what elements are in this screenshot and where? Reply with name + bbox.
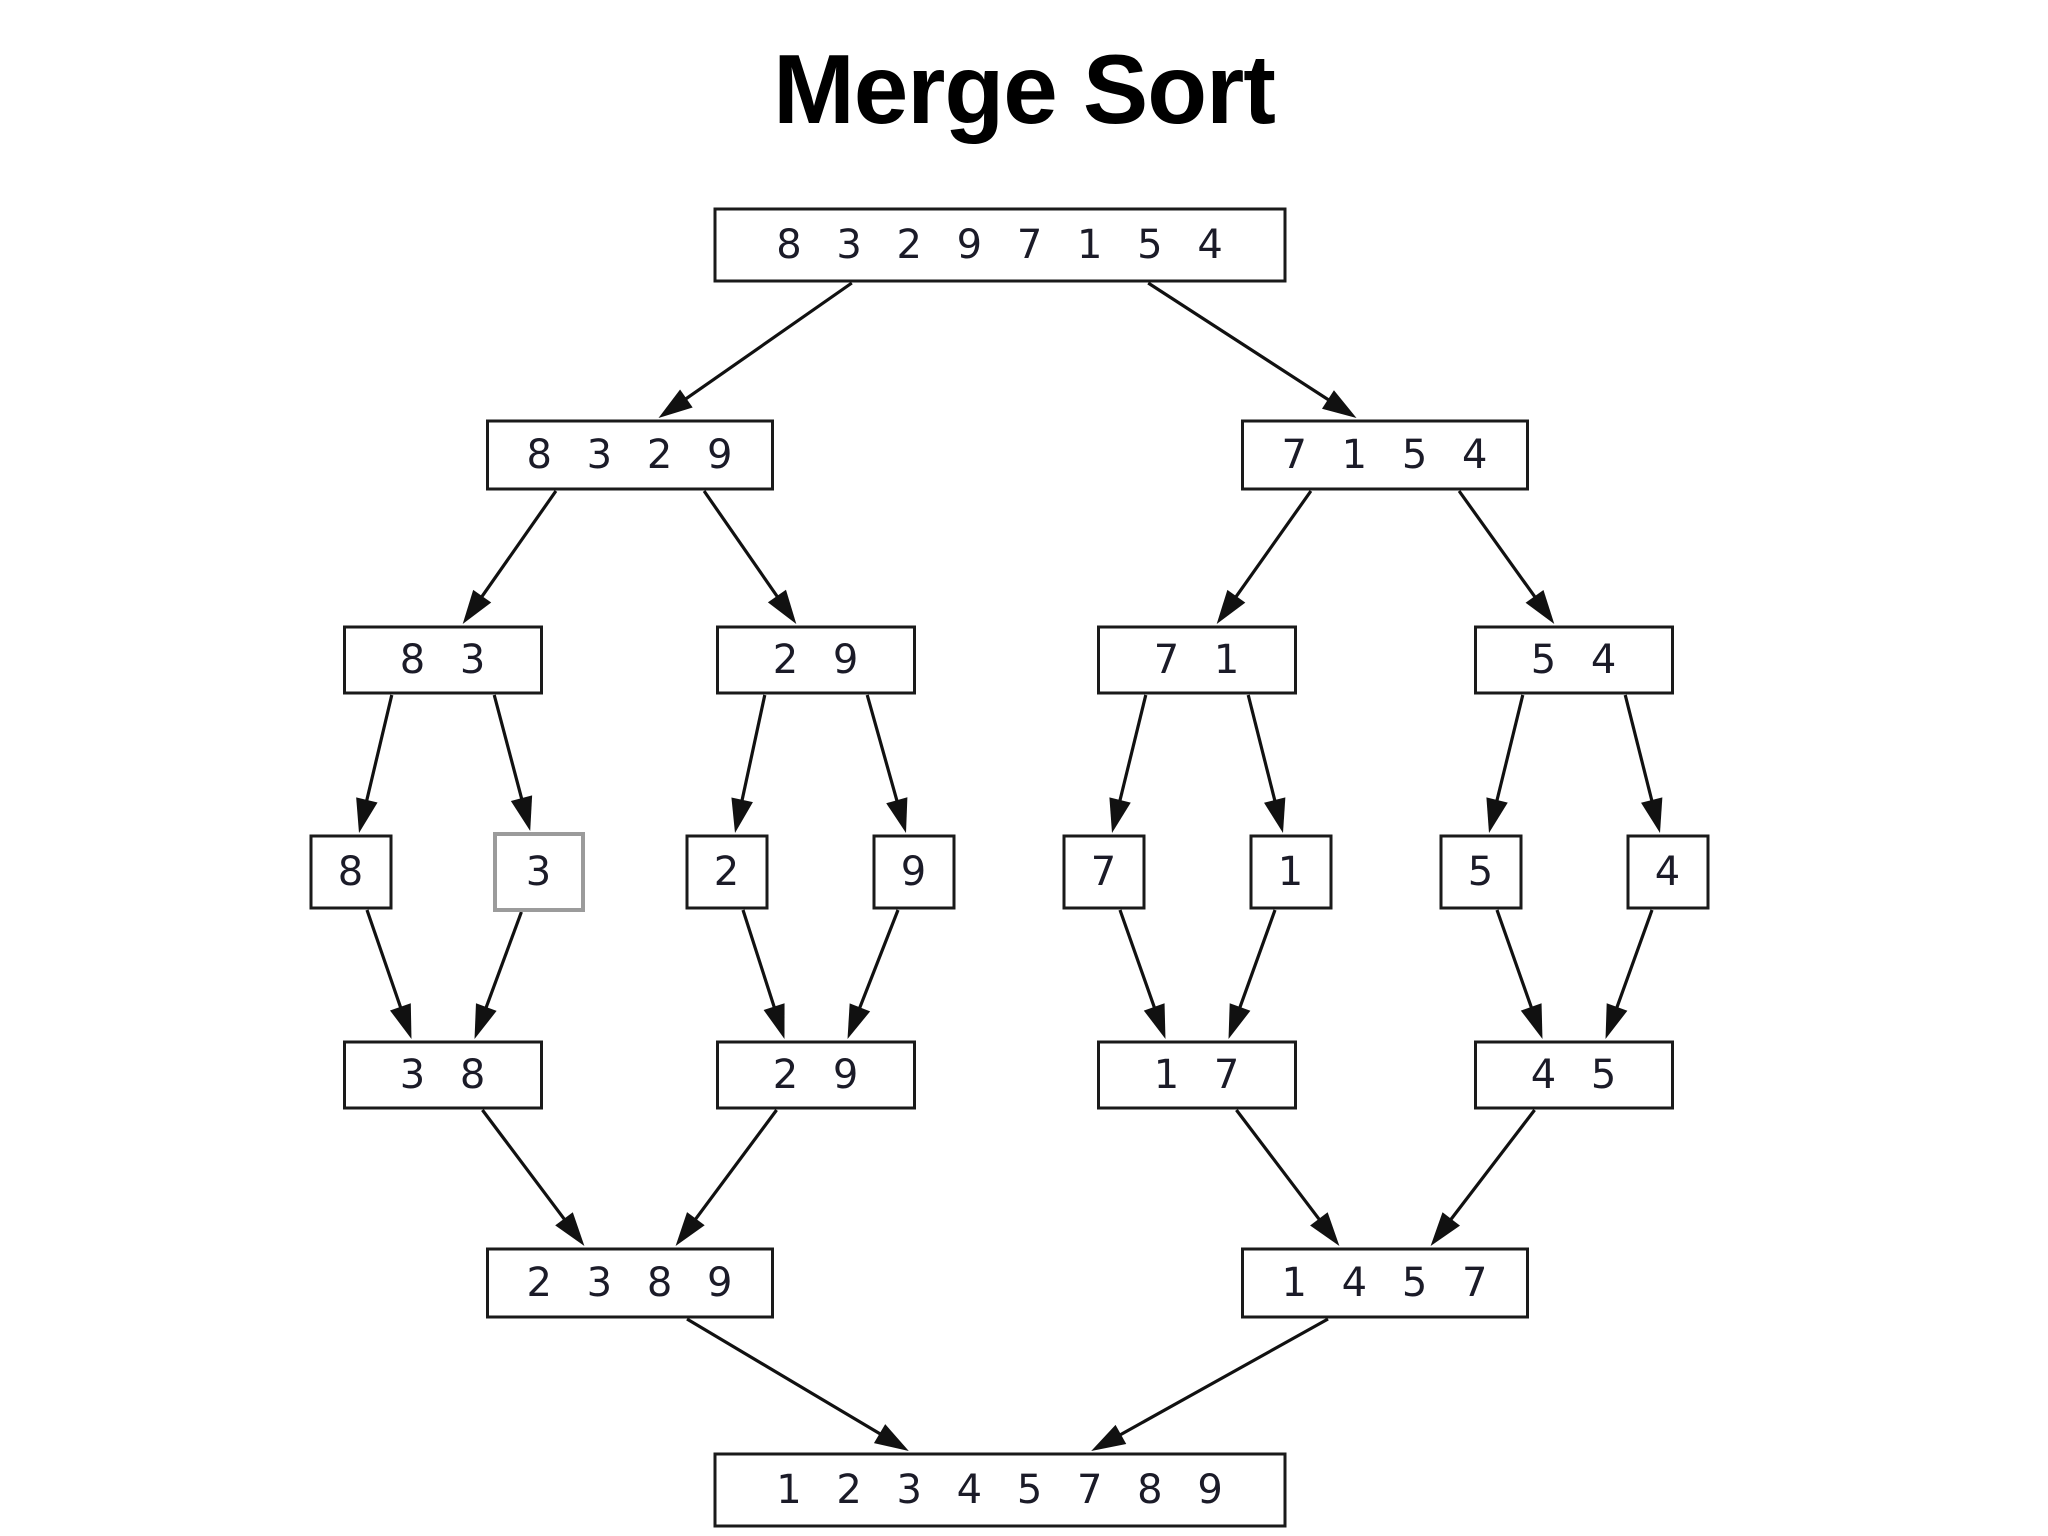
- tree-edge-split: [702, 490, 797, 624]
- tree-node-n8[interactable]: 3: [493, 832, 585, 912]
- tree-node-n14[interactable]: 4: [1626, 834, 1710, 910]
- node-values-label: 8 3: [400, 637, 497, 683]
- node-box[interactable]: [1626, 834, 1710, 910]
- tree-node-n2[interactable]: 7 1 5 4: [1241, 419, 1529, 491]
- tree-node-n6[interactable]: 5 4: [1474, 625, 1674, 695]
- node-box[interactable]: [309, 834, 393, 910]
- tree-edge-split: [1109, 694, 1148, 833]
- tree-node-n17[interactable]: 1 7: [1097, 1040, 1297, 1110]
- tree-node-n5[interactable]: 7 1: [1097, 625, 1297, 695]
- node-values-label: 2 3 8 9: [527, 1260, 744, 1306]
- node-values-label: 2 9: [773, 637, 870, 683]
- tree-edge-split: [1457, 490, 1555, 624]
- node-values-label: 7 1 5 4: [1282, 432, 1499, 478]
- node-values-label: 5 4: [1531, 637, 1628, 683]
- node-box[interactable]: [486, 1247, 774, 1319]
- node-box[interactable]: [872, 834, 956, 910]
- tree-edge-merge: [1605, 909, 1654, 1039]
- tree-edge-merge: [474, 911, 523, 1039]
- node-values-label: 8 3 2 9: [527, 432, 744, 478]
- node-box[interactable]: [1249, 834, 1333, 910]
- tree-node-n10[interactable]: 9: [872, 834, 956, 910]
- node-box[interactable]: [716, 1040, 916, 1110]
- tree-edge-merge: [686, 1317, 909, 1451]
- tree-edge-merge: [1091, 1317, 1329, 1451]
- tree-node-n1[interactable]: 8 3 2 9: [486, 419, 774, 491]
- tree-node-n9[interactable]: 2: [685, 834, 769, 910]
- node-box[interactable]: [1097, 625, 1297, 695]
- node-values-label: 4 5: [1531, 1052, 1628, 1098]
- tree-edge-merge: [1495, 909, 1543, 1039]
- node-box[interactable]: [1241, 1247, 1529, 1319]
- tree-edge-split: [356, 694, 394, 833]
- node-values-label: 8: [338, 849, 374, 895]
- tree-node-n4[interactable]: 2 9: [716, 625, 916, 695]
- tree-edge-split: [1623, 694, 1663, 833]
- node-values-label: 3: [526, 849, 562, 895]
- node-box[interactable]: [486, 419, 774, 491]
- node-box[interactable]: [1062, 834, 1146, 910]
- tree-node-n11[interactable]: 7: [1062, 834, 1146, 910]
- node-box[interactable]: [1439, 834, 1523, 910]
- node-values-label: 2 9: [773, 1052, 870, 1098]
- node-values-label: 2: [714, 849, 750, 895]
- tree-node-n0[interactable]: 8 3 2 9 7 1 5 4: [713, 207, 1287, 283]
- tree-node-n15[interactable]: 3 8: [343, 1040, 543, 1110]
- node-values-label: 1 2 3 4 5 7 8 9: [776, 1467, 1234, 1513]
- node-box[interactable]: [713, 207, 1287, 283]
- tree-edge-merge: [365, 909, 412, 1039]
- node-box-selected[interactable]: [493, 832, 585, 912]
- tree-edge-merge: [675, 1109, 778, 1246]
- node-box[interactable]: [1474, 625, 1674, 695]
- tree-edge-merge: [741, 909, 785, 1039]
- tree-node-n7[interactable]: 8: [309, 834, 393, 910]
- tree-edge-merge: [481, 1109, 585, 1246]
- tree-edge-split: [492, 694, 533, 831]
- node-values-label: 7: [1091, 849, 1127, 895]
- tree-node-n16[interactable]: 2 9: [716, 1040, 916, 1110]
- node-box[interactable]: [1474, 1040, 1674, 1110]
- tree-edge-merge: [1430, 1109, 1536, 1246]
- tree-edge-split: [1147, 281, 1357, 418]
- tree-node-n3[interactable]: 8 3: [343, 625, 543, 695]
- node-values-label: 1 7: [1154, 1052, 1251, 1098]
- page-title: Merge Sort: [773, 34, 1276, 144]
- node-values-label: 3 8: [400, 1052, 497, 1098]
- tree-edge-split: [1486, 694, 1525, 833]
- tree-edge-split: [462, 490, 558, 624]
- tree-edge-merge: [847, 909, 900, 1039]
- tree-node-n12[interactable]: 1: [1249, 834, 1333, 910]
- node-values-label: 8 3 2 9 7 1 5 4: [776, 222, 1234, 268]
- tree-edge-split: [731, 694, 767, 833]
- node-values-label: 7 1: [1154, 637, 1251, 683]
- node-layer: 8 3 2 9 7 1 5 4 8 3 2 9 7 1 5 4 8 3 2 9 7 1 5 …: [309, 207, 1710, 1528]
- node-box[interactable]: [716, 625, 916, 695]
- node-box[interactable]: [343, 625, 543, 695]
- tree-edge-merge: [1228, 909, 1277, 1039]
- node-box[interactable]: [343, 1040, 543, 1110]
- node-box[interactable]: [685, 834, 769, 910]
- node-values-label: 5: [1468, 849, 1504, 895]
- node-box[interactable]: [1241, 419, 1529, 491]
- edge-layer: [356, 281, 1663, 1451]
- node-values-label: 1: [1278, 849, 1314, 895]
- tree-node-n20[interactable]: 1 4 5 7: [1241, 1247, 1529, 1319]
- tree-edge-split: [865, 694, 908, 833]
- node-box[interactable]: [713, 1452, 1287, 1528]
- tree-node-n13[interactable]: 5: [1439, 834, 1523, 910]
- node-box[interactable]: [1097, 1040, 1297, 1110]
- node-values-label: 1 4 5 7: [1282, 1260, 1499, 1306]
- tree-node-n18[interactable]: 4 5: [1474, 1040, 1674, 1110]
- tree-edge-split: [1216, 490, 1313, 624]
- tree-node-n19[interactable]: 2 3 8 9: [486, 1247, 774, 1319]
- tree-edge-split: [658, 281, 853, 418]
- node-values-label: 9: [901, 849, 937, 895]
- node-values-label: 4: [1655, 849, 1691, 895]
- tree-edge-merge: [1118, 909, 1166, 1039]
- tree-node-n21[interactable]: 1 2 3 4 5 7 8 9: [713, 1452, 1287, 1528]
- tree-edge-merge: [1235, 1109, 1340, 1246]
- tree-edge-split: [1246, 694, 1286, 833]
